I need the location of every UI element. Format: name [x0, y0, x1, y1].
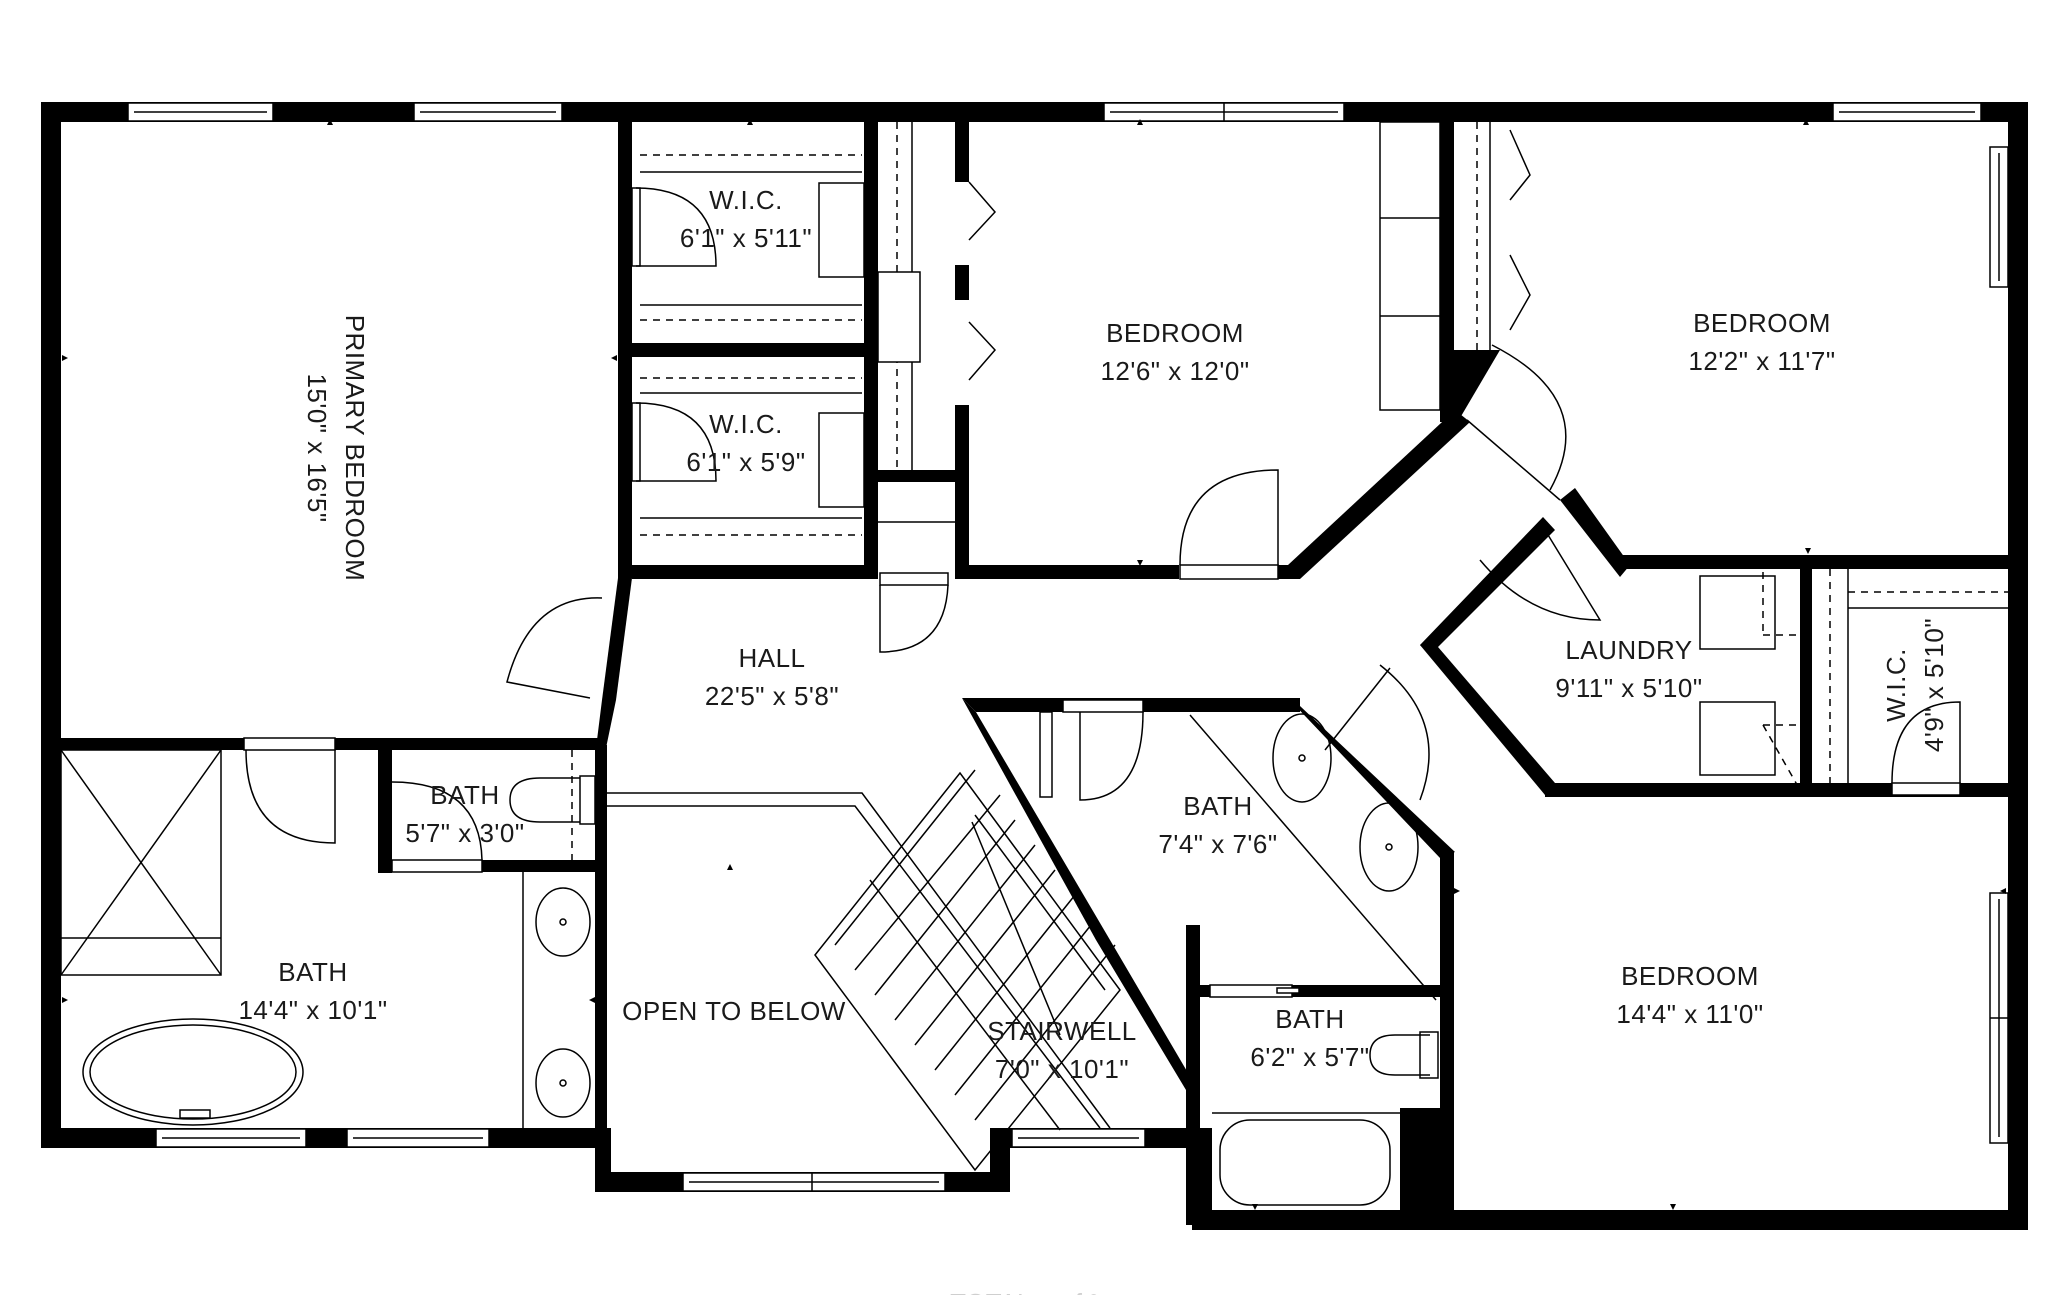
room-name: W.I.C. — [709, 409, 783, 439]
room-dimensions: 14'4" x 10'1" — [238, 995, 388, 1025]
room-laundry: LAUNDRY 9'11" x 5'10" — [1555, 631, 1702, 707]
room-name: BATH — [1183, 791, 1253, 821]
room-name: W.I.C. — [1881, 648, 1911, 722]
room-bath-hall: BATH 7'4" x 7'6" — [1158, 787, 1277, 863]
stairs — [607, 769, 1121, 1172]
closet-shelving — [640, 121, 2008, 783]
room-wic-2: W.I.C. 6'1" x 5'9" — [686, 405, 805, 481]
room-stairwell: STAIRWELL 7'0" x 10'1" — [987, 1012, 1136, 1088]
doors — [243, 187, 1961, 998]
room-primary-bedroom: PRIMARY BEDROOM 15'0" x 16'5" — [298, 315, 374, 582]
room-name: LAUNDRY — [1565, 635, 1693, 665]
room-dimensions: 6'1" x 5'11" — [679, 223, 813, 253]
room-name: OPEN TO BELOW — [622, 996, 846, 1026]
room-hall: HALL 22'5" x 5'8" — [705, 639, 839, 715]
room-dimensions: 4'9" x 5'10" — [1919, 617, 1949, 753]
room-name: BEDROOM — [1106, 318, 1244, 348]
room-open-to-below: OPEN TO BELOW — [622, 992, 846, 1030]
room-name: BEDROOM — [1693, 308, 1831, 338]
room-dimensions: 6'1" x 5'9" — [686, 447, 806, 477]
interior-walls — [60, 122, 2008, 1228]
room-name: PRIMARY BEDROOM — [340, 314, 370, 582]
room-bedroom-3: BEDROOM 12'2" x 11'7" — [1688, 304, 1835, 380]
room-dimensions: 15'0" x 16'5" — [302, 373, 332, 523]
room-dimensions: 6'2" x 5'7" — [1250, 1042, 1370, 1072]
room-dimensions: 14'4" x 11'0" — [1616, 999, 1764, 1029]
room-bedroom-4: BEDROOM 14'4" x 11'0" — [1616, 957, 1763, 1033]
room-name: STAIRWELL — [987, 1016, 1137, 1046]
room-name: BEDROOM — [1621, 961, 1759, 991]
room-dimensions: 12'6" x 12'0" — [1100, 356, 1250, 386]
room-name: BATH — [430, 780, 500, 810]
room-wic-3: W.I.C. 4'9" x 5'10" — [1877, 618, 1953, 752]
room-dimensions: 22'5" x 5'8" — [704, 681, 840, 711]
dimension-markers — [62, 119, 2006, 1210]
room-name: BATH — [278, 957, 348, 987]
room-name: BATH — [1275, 1004, 1345, 1034]
room-dimensions: 5'7" x 3'0" — [405, 818, 525, 848]
room-name: HALL — [738, 643, 806, 673]
room-wic-1: W.I.C. 6'1" x 5'11" — [680, 181, 812, 257]
room-bath-primary: BATH 14'4" x 10'1" — [238, 953, 387, 1029]
total-area-caption: TOTAL: ... ft² — [950, 1290, 1098, 1295]
room-dimensions: 7'4" x 7'6" — [1158, 829, 1278, 859]
room-dimensions: 12'2" x 11'7" — [1688, 346, 1836, 376]
room-bath-small: BATH 5'7" x 3'0" — [405, 776, 524, 852]
room-dimensions: 9'11" x 5'10" — [1555, 673, 1703, 703]
fixtures — [60, 572, 1801, 1206]
room-bedroom-2: BEDROOM 12'6" x 12'0" — [1100, 314, 1249, 390]
room-bath-jack: BATH 6'2" x 5'7" — [1250, 1000, 1369, 1076]
room-name: W.I.C. — [709, 185, 783, 215]
windows — [127, 102, 2009, 1192]
room-dimensions: 7'0" x 10'1" — [994, 1054, 1130, 1084]
